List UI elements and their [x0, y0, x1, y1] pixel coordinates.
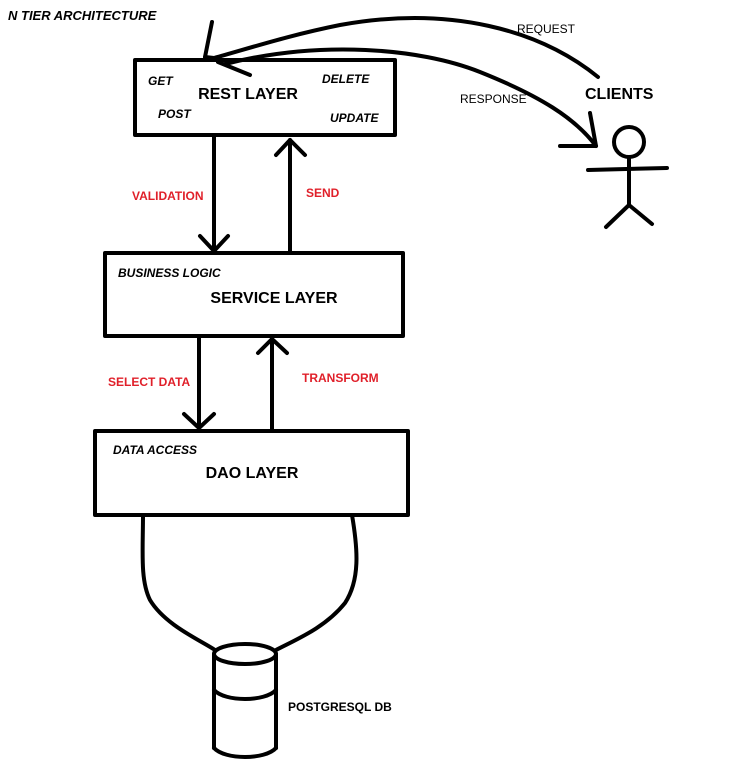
method-post: POST [158, 107, 192, 121]
method-get: GET [148, 74, 174, 88]
rest-layer-label: REST LAYER [198, 86, 298, 103]
postgresql-db-label: POSTGRESQL DB [288, 700, 392, 714]
send-arrow [274, 138, 307, 253]
select-data-label: SELECT DATA [108, 375, 191, 389]
dao-db-connectors [140, 513, 359, 652]
dao-layer-label: DAO LAYER [206, 465, 299, 482]
business-logic-label: BUSINESS LOGIC [118, 266, 221, 280]
rest-layer-box: REST LAYER GET POST DELETE UPDATE [133, 58, 397, 137]
method-update: UPDATE [330, 111, 379, 125]
database-cylinder-icon [212, 642, 278, 759]
send-label: SEND [306, 186, 340, 200]
transform-label: TRANSFORM [302, 371, 379, 385]
diagram-title: N TIER ARCHITECTURE [8, 8, 157, 23]
data-access-label: DATA ACCESS [113, 443, 197, 457]
service-layer-box: BUSINESS LOGIC SERVICE LAYER [103, 251, 405, 338]
response-arrow [223, 47, 598, 148]
validation-arrow [198, 135, 230, 253]
service-layer-label: SERVICE LAYER [210, 290, 338, 307]
response-label: RESPONSE [460, 92, 527, 106]
select-data-arrow [182, 336, 216, 430]
validation-label: VALIDATION [132, 189, 204, 203]
client-person-icon [586, 125, 669, 229]
request-label: REQUEST [517, 22, 576, 36]
method-delete: DELETE [322, 72, 370, 86]
dao-layer-box: DATA ACCESS DAO LAYER [93, 429, 410, 517]
transform-arrow [256, 337, 289, 431]
clients-label: CLIENTS [585, 86, 654, 103]
